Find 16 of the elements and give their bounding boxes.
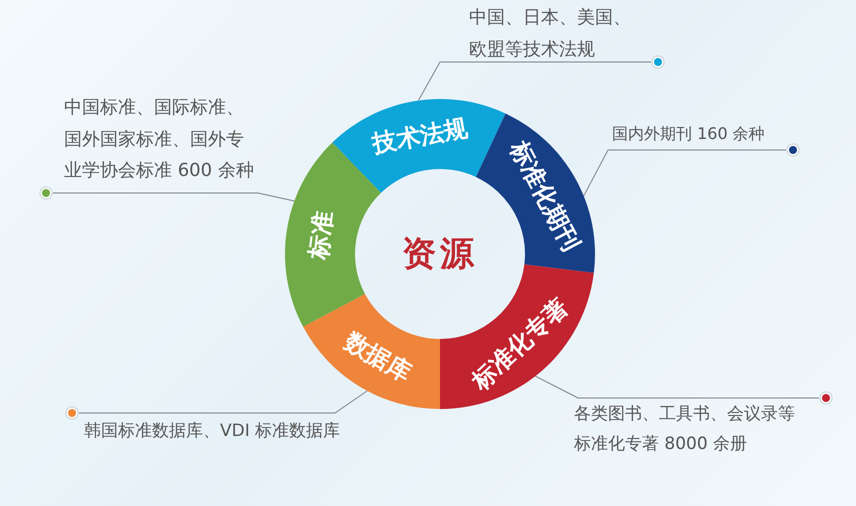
segment-label: 技术法规 [370, 116, 470, 156]
segment-label: 数据库 [341, 328, 416, 386]
leader-line [583, 150, 786, 196]
leader-line [534, 376, 820, 398]
annotation-text: 国内外期刊 160 余种 [612, 123, 766, 145]
center-title: 资源 [402, 235, 478, 275]
leader-line [78, 390, 368, 414]
annotation-text: 中国、日本、美国、欧盟等技术法规 [469, 6, 632, 62]
segment-label: 标准化期刊 [506, 137, 584, 254]
segment-label: 标准化专著 [467, 294, 572, 394]
leader-line [52, 192, 295, 202]
annotation-text: 各类图书、工具书、会议录等标准化专著 8000 余册 [574, 403, 796, 456]
segment-label: 标准 [306, 210, 336, 260]
annotation-text: 韩国标准数据库、VDI 标准数据库 [84, 420, 342, 443]
leader-line [418, 62, 652, 101]
annotation-text: 中国标准、国际标准、国外国家标准、国外专业学协会标准 600 余种 [64, 96, 254, 183]
